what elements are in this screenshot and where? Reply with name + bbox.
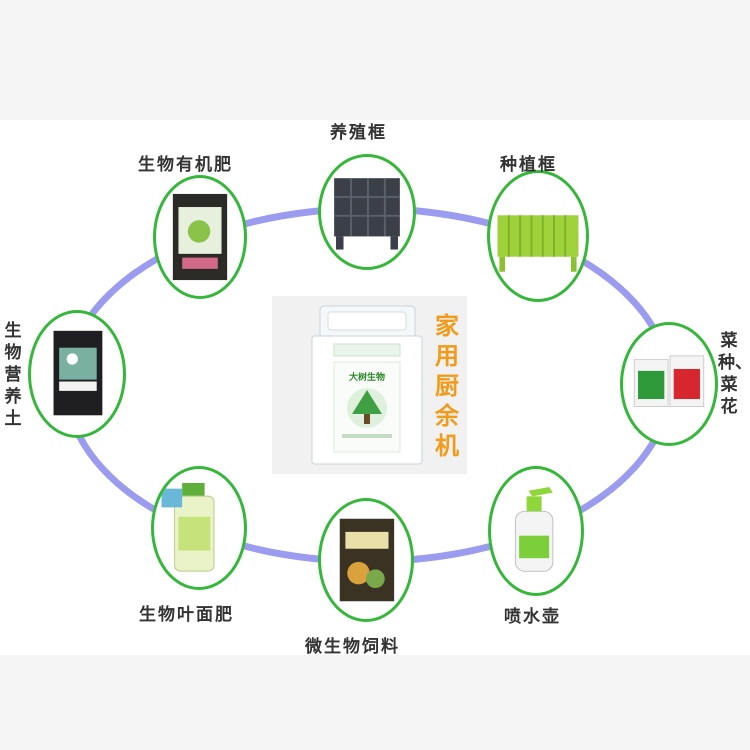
nutrient-soil-image <box>53 330 103 416</box>
node-microbial-feed <box>318 498 414 622</box>
planting-box-image <box>497 215 579 272</box>
node-label-microbial-feed: 微生物饲料 <box>305 637 400 657</box>
node-nutrient-soil <box>28 310 126 438</box>
node-watering-can <box>488 466 584 596</box>
kitchen-waste-machine-image: 大树生物 <box>272 296 467 474</box>
node-breeding-box <box>318 154 416 270</box>
node-planting-box <box>487 170 589 302</box>
node-label-planting-box: 种植框 <box>500 155 557 175</box>
node-label-nutrient-soil: 生物营养土 <box>4 321 22 429</box>
center-title: 家用厨余机 <box>435 312 459 460</box>
node-label-foliar-fertilizer: 生物叶面肥 <box>139 605 234 625</box>
node-organic-fertilizer <box>153 175 247 299</box>
top-background-band <box>0 0 750 120</box>
node-label-vegetable-seeds: 菜种、菜花 <box>718 331 750 417</box>
node-label-watering-can: 喷水壶 <box>504 607 561 627</box>
node-foliar-fertilizer <box>151 466 247 590</box>
device-brand-label: 大树生物 <box>349 371 385 383</box>
foliar-fertilizer-image <box>161 483 215 572</box>
watering-can-image <box>514 486 554 572</box>
vegetable-seeds-image <box>633 355 705 407</box>
bottom-background-band <box>0 655 750 750</box>
breeding-box-image <box>334 178 400 250</box>
microbial-feed-image <box>339 518 395 602</box>
node-label-organic-fertilizer: 生物有机肥 <box>138 155 233 175</box>
node-label-breeding-box: 养殖框 <box>330 123 387 143</box>
organic-fertilizer-image <box>172 193 228 281</box>
node-vegetable-seeds <box>620 322 718 446</box>
